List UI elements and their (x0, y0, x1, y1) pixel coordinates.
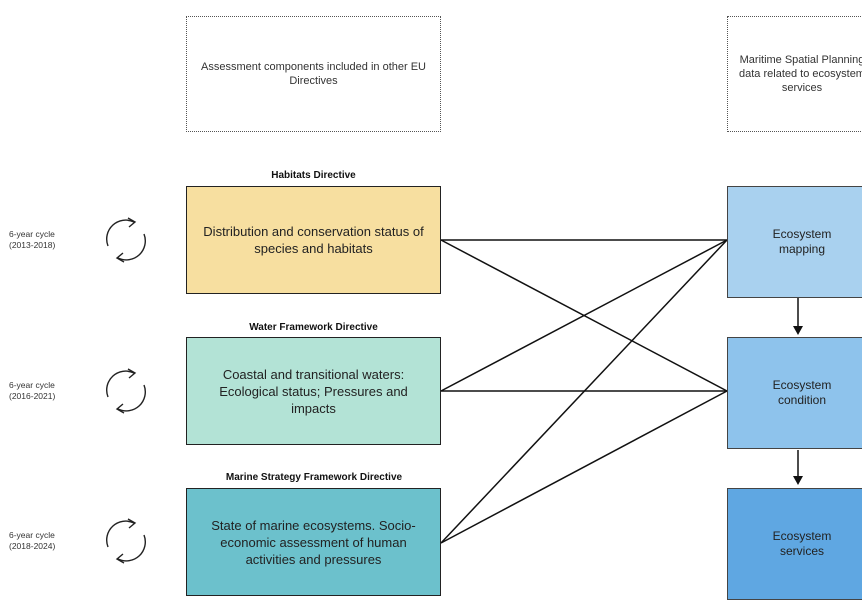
wfd-title: Water Framework Directive (249, 322, 378, 333)
habitats-directive-box: Distribution and conservation status of … (186, 186, 441, 294)
circular-arrows-icon (106, 518, 146, 564)
circular-arrows-icon (106, 217, 146, 263)
eu-directives-note-text: Assessment components included in other … (200, 61, 426, 87)
ecosystem-condition-label: Ecosystem condition (772, 378, 832, 407)
link-msfd-mapping (440, 239, 728, 544)
wfd-box: Coastal and transitional waters: Ecologi… (186, 337, 441, 445)
msp-note-text: Maritime Spatial Planning data related t… (739, 54, 862, 94)
ecosystem-mapping-label: Ecosystem mapping (772, 227, 832, 256)
msfd-title: Marine Strategy Framework Directive (225, 472, 403, 483)
eu-directives-note: Assessment components included in other … (186, 16, 441, 132)
msfd-box: State of marine ecosystems. Socio-econom… (186, 488, 441, 596)
habitats-directive-text: Distribution and conservation status of … (203, 224, 424, 256)
link-msfd-condition (440, 390, 728, 544)
ecosystem-services-box: Ecosystem services (727, 488, 862, 600)
msfd-cycle-label: 6-year cycle (2018-2024) (9, 530, 56, 551)
habitats-directive-title: Habitats Directive (271, 170, 356, 181)
link-wfd-mapping (440, 239, 728, 392)
down-arrow-icon (793, 476, 803, 485)
wfd-cycle-label: 6-year cycle (2016-2021) (9, 380, 56, 401)
ecosystem-condition-box: Ecosystem condition (727, 337, 862, 449)
habitats-cycle-label: 6-year cycle (2013-2018) (9, 229, 56, 250)
ecosystem-mapping-box: Ecosystem mapping (727, 186, 862, 298)
ecosystem-services-label: Ecosystem services (772, 529, 832, 558)
msp-note: Maritime Spatial Planning data related t… (727, 16, 862, 132)
down-arrow-icon (793, 326, 803, 335)
wfd-text: Coastal and transitional waters: Ecologi… (219, 366, 408, 416)
msfd-text: State of marine ecosystems. Socio-econom… (211, 517, 416, 567)
circular-arrows-icon (106, 368, 146, 414)
